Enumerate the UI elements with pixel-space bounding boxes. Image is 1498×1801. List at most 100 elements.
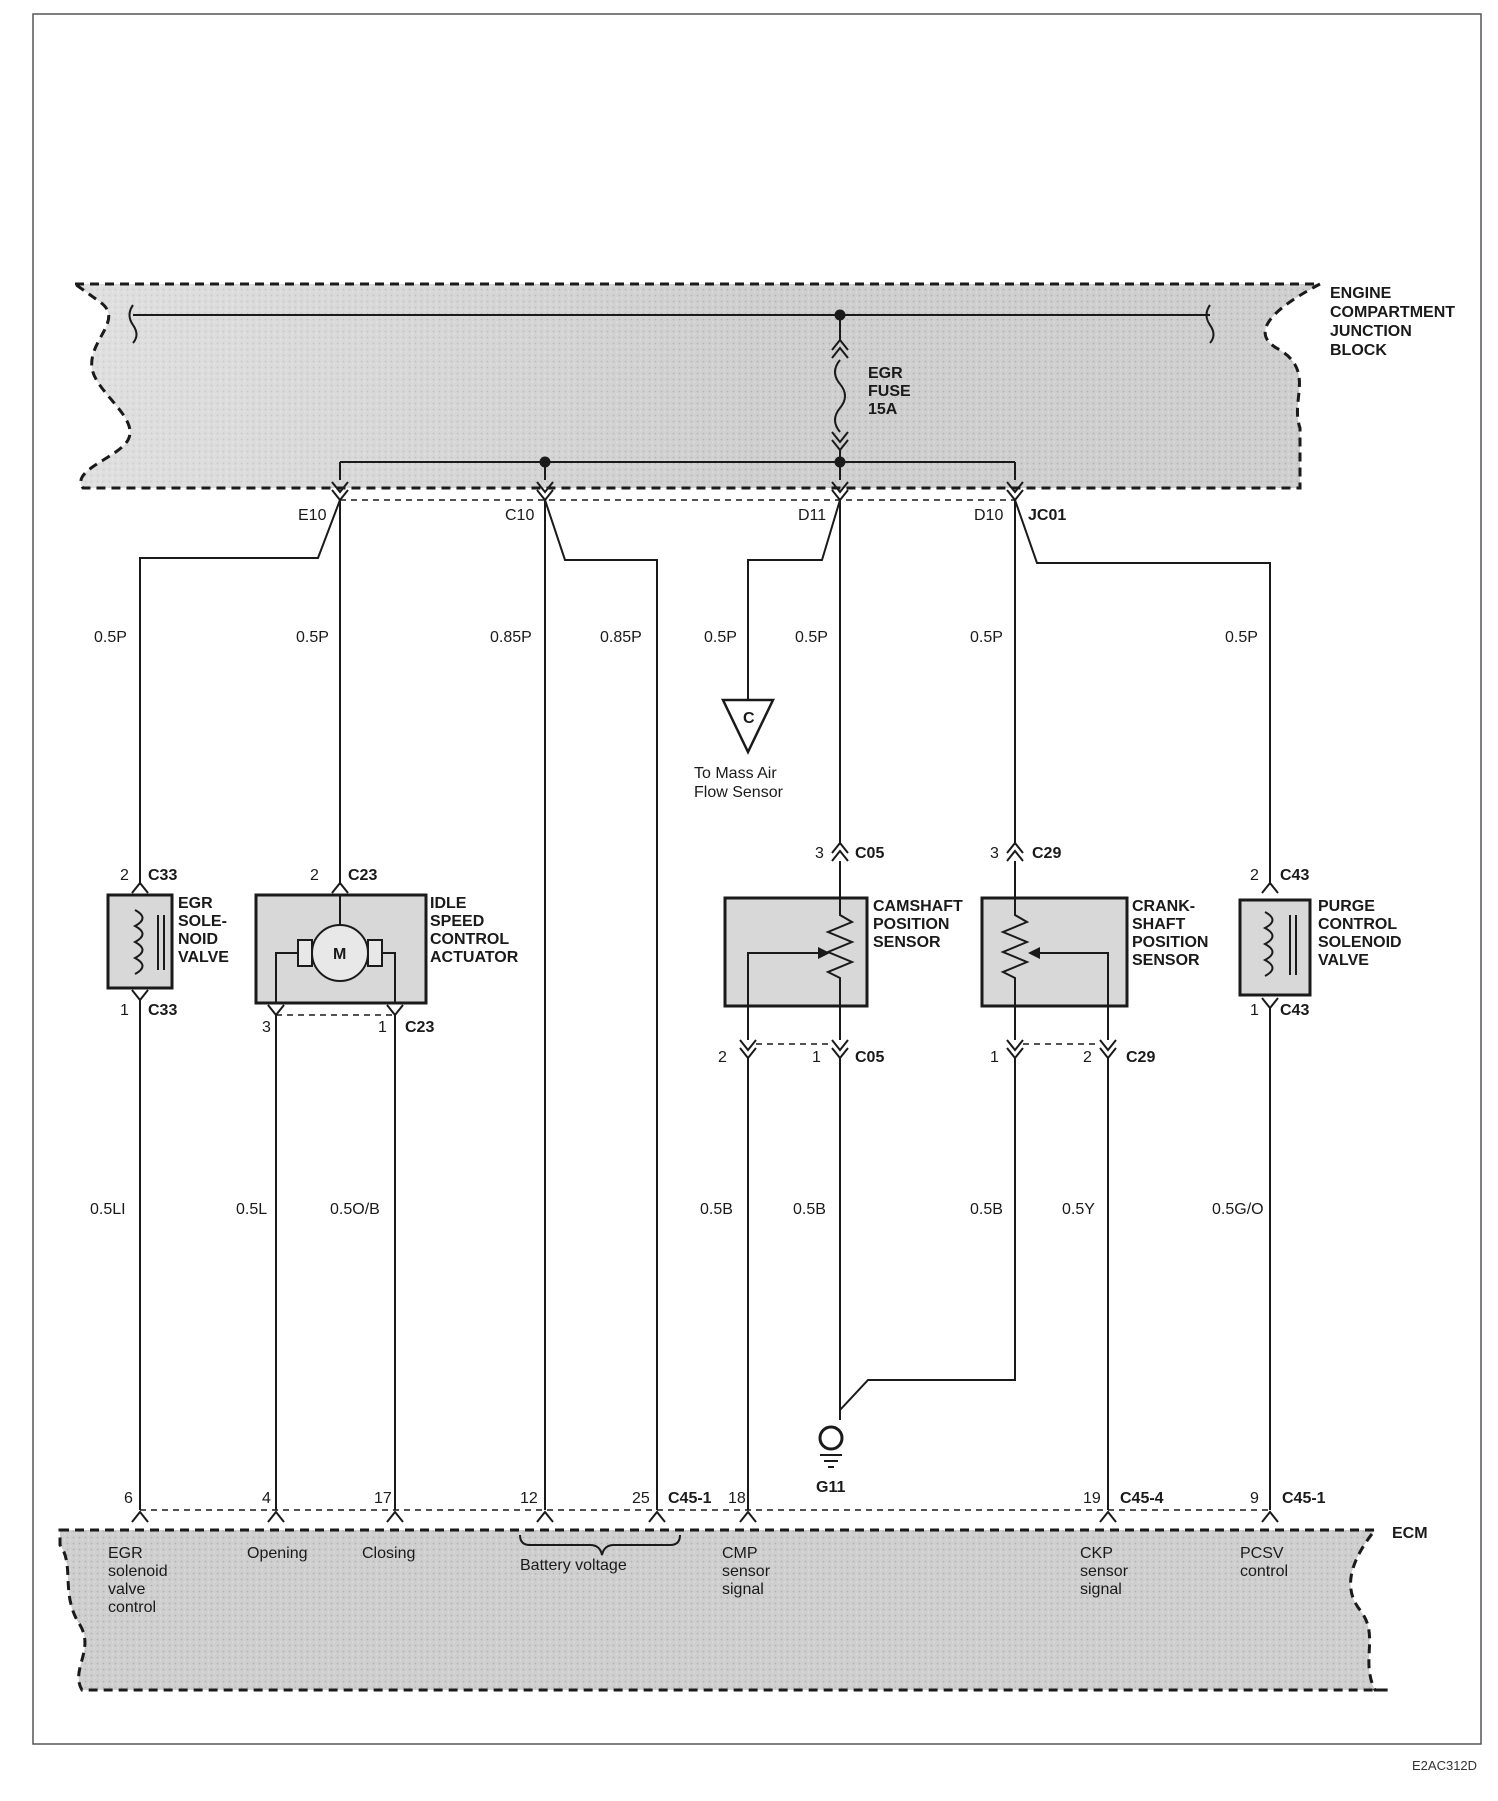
svg-text:control: control — [108, 1599, 156, 1616]
svg-text:0.5B: 0.5B — [700, 1201, 733, 1218]
svg-text:1: 1 — [120, 1002, 129, 1019]
svg-text:EGR: EGR — [178, 895, 213, 912]
svg-text:CAMSHAFT: CAMSHAFT — [873, 898, 963, 915]
svg-text:SPEED: SPEED — [430, 913, 484, 930]
wire-labels-lower: 0.5LI 0.5L 0.5O/B 0.5B 0.5B 0.5B 0.5Y 0.… — [90, 1201, 1264, 1218]
svg-text:0.5P: 0.5P — [296, 629, 329, 646]
svg-text:CONTROL: CONTROL — [430, 931, 509, 948]
ecm-connector: 6 4 17 12 25 C45-1 18 19 C45-4 9 C45-1 — [124, 1490, 1326, 1523]
svg-text:2: 2 — [120, 867, 129, 884]
svg-text:JUNCTION: JUNCTION — [1330, 323, 1412, 340]
svg-text:C43: C43 — [1280, 1002, 1309, 1019]
svg-text:CRANK-: CRANK- — [1132, 898, 1195, 915]
svg-text:0.5B: 0.5B — [970, 1201, 1003, 1218]
svg-text:POSITION: POSITION — [1132, 934, 1208, 951]
svg-text:NOID: NOID — [178, 931, 218, 948]
wire-labels-upper: 0.5P 0.5P 0.85P 0.85P 0.5P 0.5P 0.5P 0.5… — [94, 629, 1258, 646]
svg-text:signal: signal — [1080, 1581, 1122, 1598]
svg-text:CKP: CKP — [1080, 1545, 1113, 1562]
svg-text:C10: C10 — [505, 507, 534, 524]
svg-text:BLOCK: BLOCK — [1330, 342, 1387, 359]
svg-text:0.85P: 0.85P — [490, 629, 532, 646]
svg-text:0.5B: 0.5B — [793, 1201, 826, 1218]
svg-text:SOLENOID: SOLENOID — [1318, 934, 1402, 951]
junction-block — [70, 282, 1321, 490]
egr-fuse: EGR FUSE 15A — [831, 315, 911, 468]
svg-text:JC01: JC01 — [1028, 507, 1066, 524]
svg-text:17: 17 — [374, 1490, 392, 1507]
svg-text:CONTROL: CONTROL — [1318, 916, 1397, 933]
svg-text:To Mass Air: To Mass Air — [694, 765, 777, 782]
svg-text:C23: C23 — [348, 867, 377, 884]
svg-text:0.5P: 0.5P — [704, 629, 737, 646]
svg-text:3: 3 — [990, 845, 999, 862]
idle-speed-control-actuator: M 2 C23 3 1 C23 IDLE SPEED CONTROL ACTUA… — [254, 867, 519, 1510]
svg-text:18: 18 — [728, 1490, 746, 1507]
svg-text:9: 9 — [1250, 1490, 1259, 1507]
svg-text:C23: C23 — [405, 1019, 434, 1036]
svg-text:EGR: EGR — [108, 1545, 143, 1562]
svg-text:M: M — [333, 946, 346, 963]
svg-text:3: 3 — [815, 845, 824, 862]
svg-text:2: 2 — [718, 1049, 727, 1066]
svg-text:2: 2 — [1083, 1049, 1092, 1066]
battery-brace — [519, 1534, 681, 1556]
svg-text:C45-1: C45-1 — [668, 1490, 712, 1507]
svg-text:C05: C05 — [855, 1049, 884, 1066]
svg-text:C33: C33 — [148, 867, 177, 884]
svg-text:0.5P: 0.5P — [970, 629, 1003, 646]
svg-text:EGR: EGR — [868, 365, 903, 382]
svg-text:0.85P: 0.85P — [600, 629, 642, 646]
svg-text:signal: signal — [722, 1581, 764, 1598]
svg-text:IDLE: IDLE — [430, 895, 467, 912]
page-frame — [32, 13, 1482, 1745]
svg-text:solenoid: solenoid — [108, 1563, 168, 1580]
svg-text:sensor: sensor — [722, 1563, 771, 1580]
svg-text:1: 1 — [990, 1049, 999, 1066]
ecm-labels: EGR solenoid valve control Opening Closi… — [108, 1545, 1288, 1616]
svg-text:SOLE-: SOLE- — [178, 913, 227, 930]
svg-text:12: 12 — [520, 1490, 538, 1507]
svg-text:COMPARTMENT: COMPARTMENT — [1330, 304, 1455, 321]
svg-text:2: 2 — [310, 867, 319, 884]
svg-text:Opening: Opening — [247, 1545, 308, 1562]
svg-text:0.5P: 0.5P — [94, 629, 127, 646]
egr-solenoid-valve: 2 C33 1 C33 EGR SOLE- NOID VALVE — [106, 867, 229, 1510]
svg-text:25: 25 — [632, 1490, 650, 1507]
svg-text:0.5G/O: 0.5G/O — [1212, 1201, 1264, 1218]
svg-text:Flow Sensor: Flow Sensor — [694, 784, 784, 801]
svg-text:C29: C29 — [1032, 845, 1061, 862]
svg-text:0.5LI: 0.5LI — [90, 1201, 126, 1218]
svg-text:SENSOR: SENSOR — [873, 934, 941, 951]
svg-text:G11: G11 — [816, 1479, 845, 1496]
ground-g11: G11 — [816, 1425, 845, 1496]
svg-text:ENGINE: ENGINE — [1330, 285, 1392, 302]
svg-text:C45-4: C45-4 — [1120, 1490, 1164, 1507]
figure-code: E2AC312D — [1412, 1758, 1477, 1773]
svg-text:C: C — [743, 710, 755, 727]
svg-text:Closing: Closing — [362, 1545, 415, 1562]
svg-text:C43: C43 — [1280, 867, 1309, 884]
svg-text:valve: valve — [108, 1581, 145, 1598]
camshaft-position-sensor: 3 C05 2 1 C05 CAMSHAFT POSITION SENSOR — [718, 841, 963, 1510]
top-terminal-labels: E10 C10 D11 D10 JC01 — [298, 507, 1066, 524]
svg-text:2: 2 — [1250, 867, 1259, 884]
svg-text:0.5P: 0.5P — [1225, 629, 1258, 646]
svg-text:ACTUATOR: ACTUATOR — [430, 949, 519, 966]
svg-text:1: 1 — [812, 1049, 821, 1066]
svg-text:PCSV: PCSV — [1240, 1545, 1284, 1562]
svg-text:SENSOR: SENSOR — [1132, 952, 1200, 969]
svg-text:PURGE: PURGE — [1318, 898, 1375, 915]
crankshaft-position-sensor: 3 C29 1 2 C29 CRANK- SHAFT POSITION SENS… — [839, 841, 1208, 1510]
svg-text:POSITION: POSITION — [873, 916, 949, 933]
svg-text:CMP: CMP — [722, 1545, 758, 1562]
svg-text:1: 1 — [378, 1019, 387, 1036]
svg-text:1: 1 — [1250, 1002, 1259, 1019]
svg-text:C29: C29 — [1126, 1049, 1155, 1066]
svg-text:SHAFT: SHAFT — [1132, 916, 1186, 933]
junction-bus — [128, 304, 1215, 344]
svg-text:3: 3 — [262, 1019, 271, 1036]
mass-air-flow-ref: C To Mass Air Flow Sensor — [694, 698, 784, 801]
svg-text:0.5Y: 0.5Y — [1062, 1201, 1095, 1218]
svg-text:C33: C33 — [148, 1002, 177, 1019]
